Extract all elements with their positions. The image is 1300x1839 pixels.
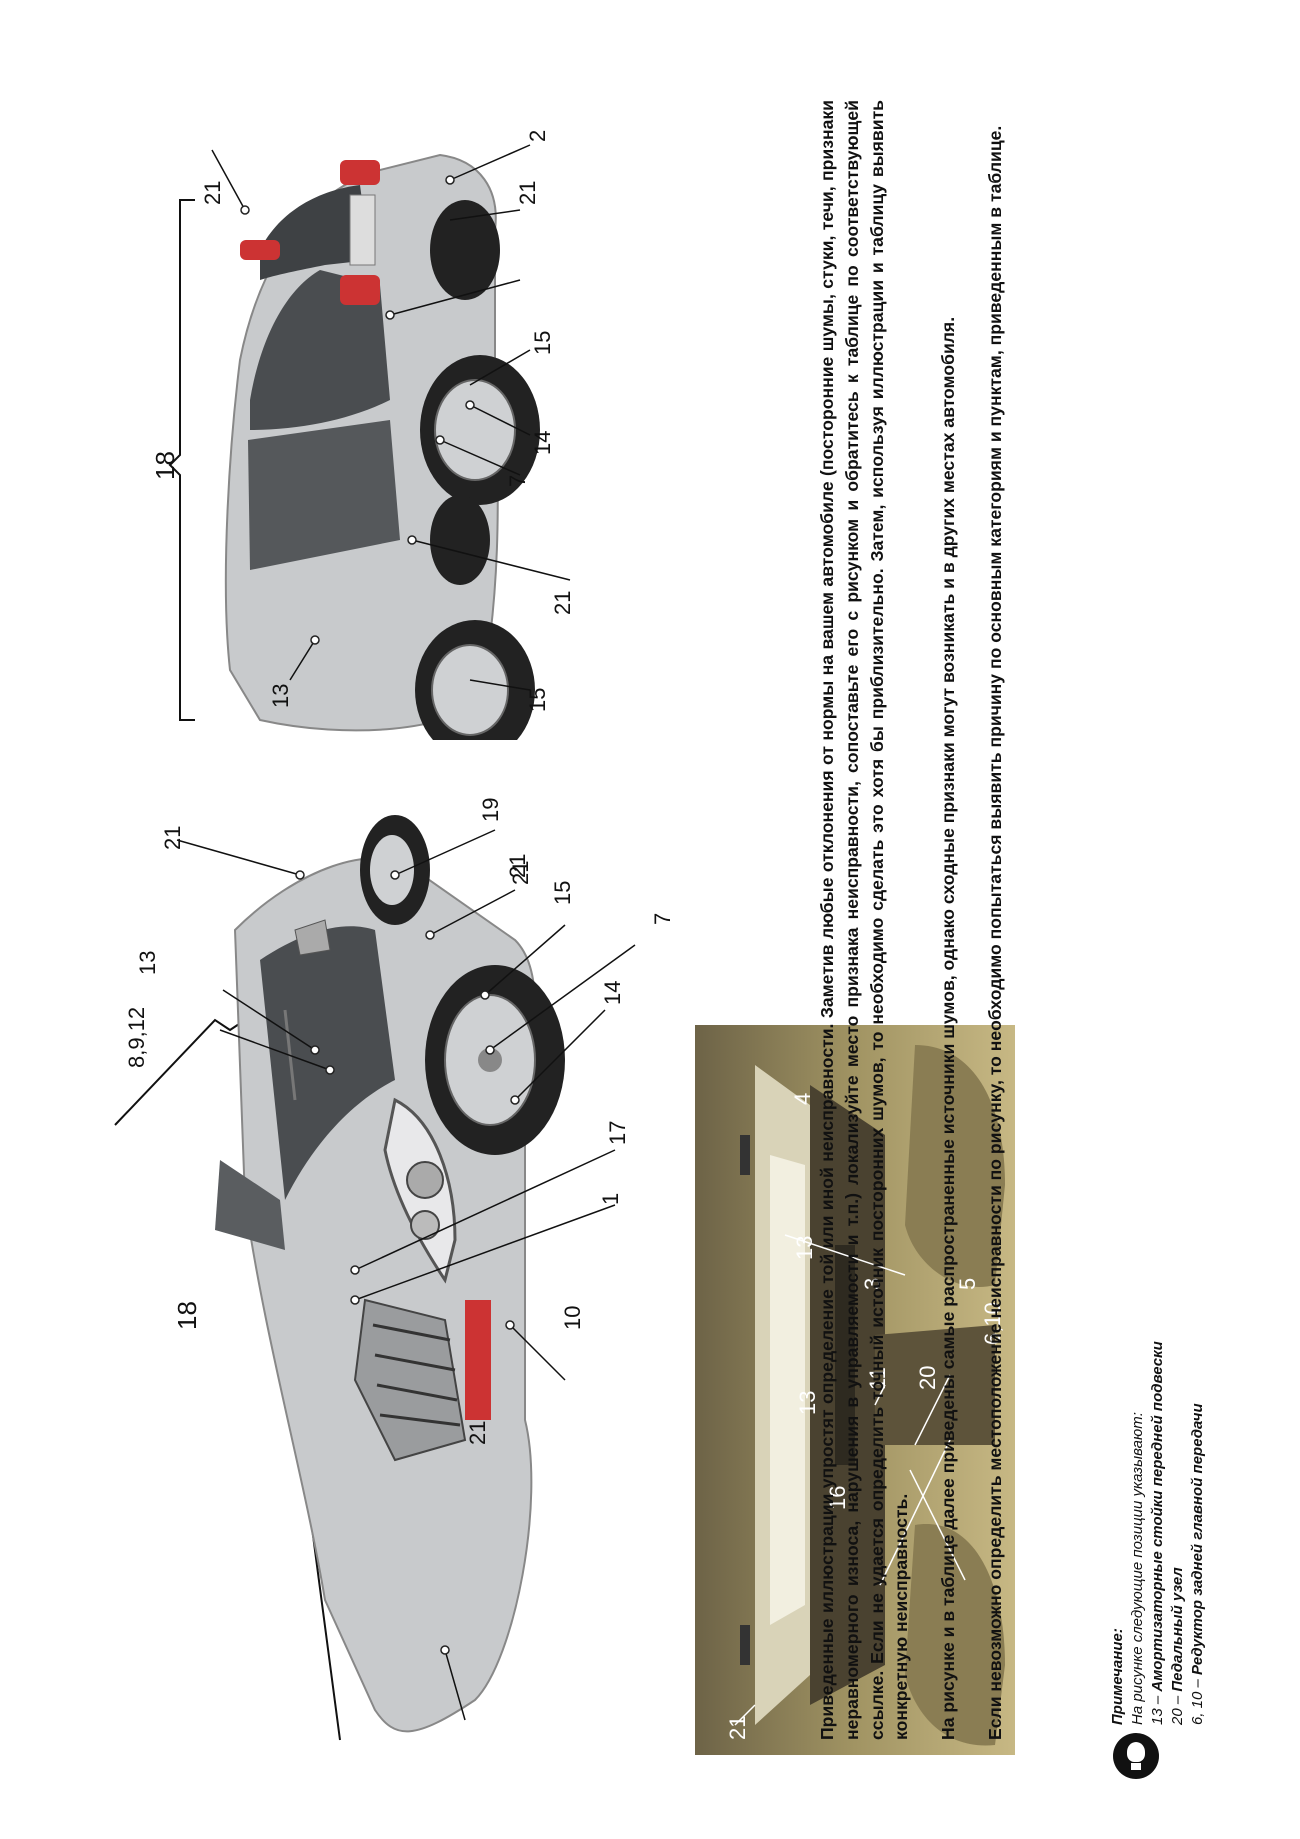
rear-label-21-b: 21 (550, 590, 575, 615)
note-item: 20 – Педальный узел (1169, 1567, 1186, 1725)
front-label-15: 15 (550, 880, 575, 905)
front-label-7: 7 (650, 912, 675, 925)
front-label-14: 14 (600, 980, 625, 1005)
note-block: Примечание: На рисунке следующие позиции… (1108, 1125, 1218, 1725)
front-label-10: 10 (560, 1305, 585, 1330)
rear-car-illustration (168, 144, 571, 740)
rear-label-13: 13 (268, 683, 293, 708)
paragraph-1: Приведенные иллюстрации упростят определ… (817, 100, 912, 1740)
front-label-17: 17 (605, 1120, 630, 1145)
interior-label-4: 4 (790, 1092, 815, 1105)
interior-label-21: 21 (725, 1715, 750, 1740)
interior-illustration (695, 1025, 1015, 1755)
rear-label-21-top: 21 (200, 180, 225, 205)
front-label-21-bottom: 21 (465, 1420, 490, 1445)
rear-label-7: 7 (505, 474, 530, 487)
front-label-21-b: 21 (508, 860, 533, 885)
paragraph-2: На рисунке и в таблице далее приведены с… (938, 316, 959, 1740)
front-label-8-9-12: 8,9,12 (124, 1006, 149, 1068)
paragraph-3: Если невозможно определить местоположени… (984, 125, 1005, 1740)
lightbulb-icon (1113, 1733, 1159, 1779)
rear-label-18: 18 (150, 451, 180, 480)
rear-label-14: 14 (530, 430, 555, 455)
front-label-13: 13 (135, 950, 160, 975)
front-label-18: 18 (172, 1301, 202, 1330)
note-item: 6, 10 – Редуктор задней главной передачи (1189, 1403, 1206, 1725)
front-label-19: 19 (478, 797, 503, 822)
front-label-1: 1 (598, 1192, 623, 1205)
note-intro: На рисунке следующие позиции указывают: (1129, 1412, 1146, 1725)
rear-label-15-a: 15 (530, 330, 555, 355)
rear-label-2: 2 (525, 129, 550, 142)
rear-label-15-b: 15 (525, 687, 550, 712)
rear-label-21-a: 21 (515, 180, 540, 205)
note-title: Примечание: (1109, 1628, 1126, 1725)
front-car-illustration (114, 815, 636, 1741)
note-item: 13 – Амортизаторные стойки передней подв… (1149, 1341, 1166, 1725)
front-label-21-top: 21 (160, 825, 185, 850)
